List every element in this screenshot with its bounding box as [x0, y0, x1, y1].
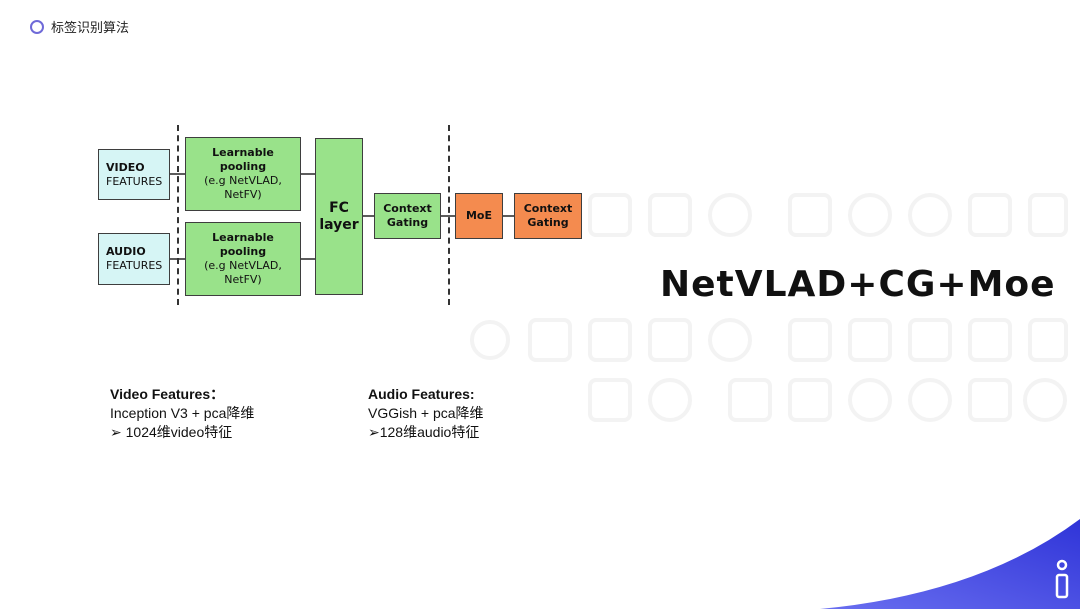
pooling-example-line2: NetFV) — [224, 273, 262, 286]
pooling-example-line2: NetFV) — [224, 188, 262, 201]
video-features-line2: ➢ 1024维video特征 — [110, 424, 233, 440]
audio-features-input: AUDIO FEATURES — [98, 233, 170, 285]
audio-features-line2: ➢128维audio特征 — [368, 424, 480, 440]
fc-label-line2: layer — [319, 216, 359, 233]
video-input-label: VIDEO — [106, 160, 145, 174]
fc-layer: FC layer — [315, 138, 363, 295]
context-gating-label-line2: Gating — [527, 216, 569, 229]
corner-accent-shape — [820, 519, 1080, 609]
pooling-example-line1: (e.g NetVLAD, — [204, 259, 282, 272]
pooling-title-line1: Learnable — [212, 146, 274, 159]
background-watermark-pattern — [470, 193, 1068, 422]
context-gating-label-line2: Gating — [386, 216, 429, 229]
audio-features-description: Audio Features: VGGish + pca降维 ➢128维audi… — [368, 385, 484, 442]
moe-block: MoE — [455, 193, 503, 239]
moe-label: MoE — [465, 209, 493, 222]
learnable-pooling-video: Learnable pooling (e.g NetVLAD, NetFV) — [185, 137, 301, 211]
slide-section-title: 标签识别算法 — [51, 21, 130, 36]
circle-icon — [30, 19, 44, 34]
context-gating-label-line1: Context — [383, 202, 432, 215]
slide-header: 标签识别算法 — [30, 17, 129, 36]
pooling-title-line2: pooling — [219, 245, 267, 258]
pooling-title-line2: pooling — [219, 160, 267, 173]
pooling-example-line1: (e.g NetVLAD, — [204, 174, 282, 187]
pooling-title-line1: Learnable — [212, 231, 274, 244]
video-features-line1: Inception V3 + pca降维 — [110, 405, 255, 421]
main-title: NetVLAD+CG+Moe — [660, 264, 1056, 305]
context-gating-2: Context Gating — [514, 193, 582, 239]
audio-features-title: Audio Features: — [368, 386, 475, 402]
video-features-title: Video Features： — [110, 386, 225, 402]
video-input-sublabel: FEATURES — [106, 174, 163, 188]
context-gating-label-line1: Context — [523, 202, 573, 215]
learnable-pooling-audio: Learnable pooling (e.g NetVLAD, NetFV) — [185, 222, 301, 296]
audio-features-line1: VGGish + pca降维 — [368, 405, 484, 421]
fc-label-line1: FC — [329, 199, 349, 216]
context-gating-1: Context Gating — [374, 193, 441, 239]
dashed-divider-left — [177, 125, 179, 305]
video-features-description: Video Features： Inception V3 + pca降维 ➢ 1… — [110, 385, 254, 442]
video-features-input: VIDEO FEATURES — [98, 149, 170, 200]
dashed-divider-right — [448, 125, 450, 305]
audio-input-label: AUDIO — [106, 245, 146, 258]
audio-input-sublabel: FEATURES — [106, 259, 163, 272]
